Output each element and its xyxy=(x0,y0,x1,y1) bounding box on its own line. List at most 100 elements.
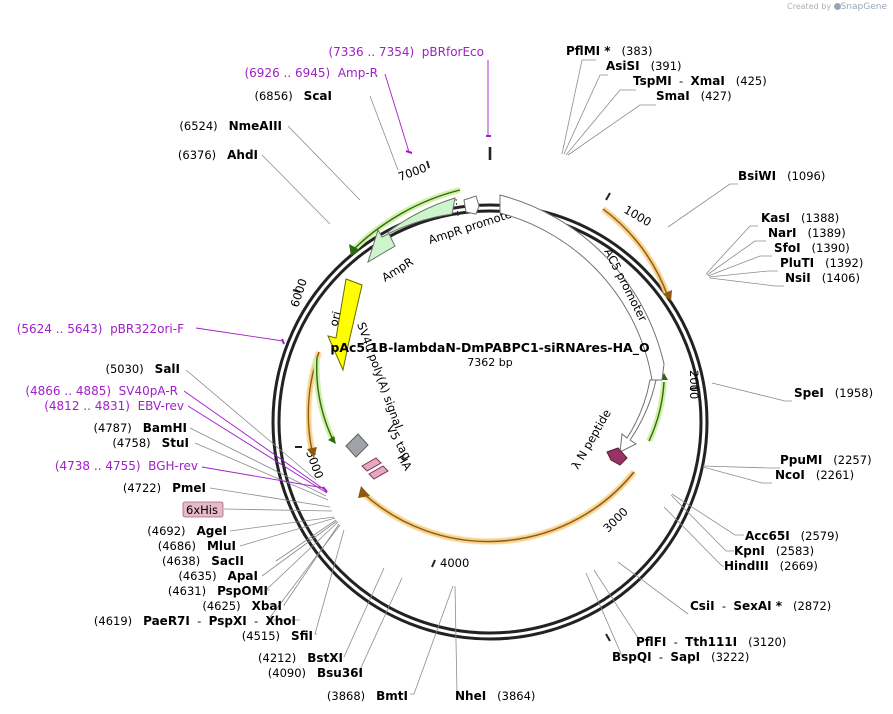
primer-label[interactable]: (6926 .. 6945) Amp-R xyxy=(244,66,378,80)
site-label[interactable]: (4625) XbaI xyxy=(202,599,282,613)
plasmid-length: 7362 bp xyxy=(467,356,512,369)
site-label[interactable]: (4619) PaeR7I - PspXI - XhoI xyxy=(94,614,296,628)
site-label[interactable]: (4212) BstXI xyxy=(258,651,343,665)
label-ac5-promoter: AC5 promoter xyxy=(601,246,650,324)
site-label[interactable]: HindIII (2669) xyxy=(724,559,818,573)
site-label[interactable]: NcoI (2261) xyxy=(775,468,854,482)
site-position: (4722) xyxy=(123,481,172,495)
feature-ampr[interactable] xyxy=(367,197,459,264)
site-label[interactable]: (6524) NmeAIII xyxy=(179,119,282,133)
primer-label[interactable]: (7336 .. 7354) pBRforEco xyxy=(328,45,484,59)
primer-label[interactable]: (5624 .. 5643) pBR322ori-F xyxy=(17,322,184,336)
site-label-text: CsiI - SexAI * (2872) xyxy=(690,599,831,613)
site-label[interactable]: SmaI (427) xyxy=(656,89,732,103)
site-label-text: NsiI (1406) xyxy=(785,271,860,285)
feature-ha[interactable] xyxy=(368,465,389,480)
site-label-text: (4787) BamHI xyxy=(94,421,187,435)
site-label-text: BspQI - SapI (3222) xyxy=(612,650,749,664)
feature-ori[interactable] xyxy=(327,278,363,372)
primer-label[interactable]: (4812 .. 4831) EBV-rev xyxy=(44,399,184,413)
site-label[interactable]: (4692) AgeI xyxy=(147,524,227,538)
site-label[interactable]: (4638) SacII xyxy=(162,554,244,568)
site-position: (4631) xyxy=(168,584,217,598)
site-label[interactable]: NsiI (1406) xyxy=(785,271,860,285)
site-position: (3120) xyxy=(737,635,786,649)
site-position: (1389) xyxy=(797,226,846,240)
site-position: (6376) xyxy=(178,148,227,162)
site-name: CsiI xyxy=(690,599,715,613)
site-label[interactable]: TspMI - XmaI (425) xyxy=(633,74,767,88)
site-label-text: HindIII (2669) xyxy=(724,559,818,573)
site-label[interactable]: (5030) SalI xyxy=(105,362,180,376)
site-label-text: (4619) PaeR7I - PspXI - XhoI xyxy=(94,614,296,628)
site-position: (3222) xyxy=(700,650,749,664)
site-label[interactable]: SfoI (1390) xyxy=(774,241,850,255)
primer-label[interactable]: (4738 .. 4755) BGH-rev xyxy=(55,459,198,473)
site-label-text: (4625) XbaI xyxy=(202,599,282,613)
site-position: (1388) xyxy=(790,211,839,225)
site-position: (4638) xyxy=(162,554,211,568)
site-label[interactable]: (4631) PspOMI xyxy=(168,584,268,598)
site-position: (4758) xyxy=(112,436,161,450)
site-name: AsiSI xyxy=(606,59,640,73)
site-position: (4625) xyxy=(202,599,251,613)
site-name: SapI xyxy=(670,650,700,664)
site-position: (2669) xyxy=(769,559,818,573)
site-label-text: (4692) AgeI xyxy=(147,524,227,538)
site-label[interactable]: PpuMI (2257) xyxy=(780,453,872,467)
site-position: (4515) xyxy=(242,629,291,643)
site-label[interactable]: (3868) BmtI xyxy=(327,689,408,703)
site-label[interactable]: KpnI (2583) xyxy=(734,544,814,558)
feature-ampr-promoter[interactable] xyxy=(463,195,480,215)
site-position: - xyxy=(247,614,266,628)
site-label-text: BsiWI (1096) xyxy=(738,169,825,183)
tick-label-7000: 7000 xyxy=(396,161,428,184)
site-label[interactable]: (4515) SfiI xyxy=(242,629,313,643)
site-label[interactable]: NheI (3864) xyxy=(455,689,535,703)
site-label[interactable]: (4635) ApaI xyxy=(178,569,258,583)
site-position: (4090) xyxy=(268,666,317,680)
site-position: - xyxy=(190,614,209,628)
site-labels: PflMI * (383)AsiSI (391)TspMI - XmaI (42… xyxy=(94,44,874,703)
site-label[interactable]: (4787) BamHI xyxy=(94,421,187,435)
tick-label-4000: 4000 xyxy=(440,556,469,570)
site-name: HindIII xyxy=(724,559,769,573)
site-label[interactable]: (6376) AhdI xyxy=(178,148,258,162)
site-position: (2261) xyxy=(805,468,854,482)
site-label-text: (4212) BstXI xyxy=(258,651,343,665)
feature-6xhis[interactable]: 6xHis xyxy=(182,501,224,518)
site-name: BsiWI xyxy=(738,169,776,183)
site-label[interactable]: PluTI (1392) xyxy=(780,256,863,270)
site-name: PluTI xyxy=(780,256,814,270)
label-ori: ori xyxy=(326,310,343,328)
site-label[interactable]: PflFI - Tth111I (3120) xyxy=(636,635,786,649)
site-label-text: PflMI * (383) xyxy=(566,44,652,58)
site-label[interactable]: Acc65I (2579) xyxy=(745,529,839,543)
orf-arcs-green xyxy=(313,187,668,444)
site-label[interactable]: (4722) PmeI xyxy=(123,481,206,495)
site-label[interactable]: (4090) Bsu36I xyxy=(268,666,363,680)
feature-v5-tag[interactable] xyxy=(361,457,382,472)
feature-lambda-n[interactable] xyxy=(606,447,628,466)
site-label[interactable]: (4758) StuI xyxy=(112,436,189,450)
site-label[interactable]: NarI (1389) xyxy=(768,226,846,240)
site-name: XhoI xyxy=(265,614,296,628)
site-label-text: TspMI - XmaI (425) xyxy=(633,74,767,88)
site-label[interactable]: BsiWI (1096) xyxy=(738,169,825,183)
site-label[interactable]: BspQI - SapI (3222) xyxy=(612,650,749,664)
primer-label[interactable]: (4866 .. 4885) SV40pA-R xyxy=(25,384,178,398)
site-label[interactable]: (4686) MluI xyxy=(158,539,236,553)
site-label-text: (6524) NmeAIII xyxy=(179,119,282,133)
site-label[interactable]: (6856) ScaI xyxy=(254,89,332,103)
site-label-text: KasI (1388) xyxy=(761,211,839,225)
site-label[interactable]: AsiSI (391) xyxy=(606,59,682,73)
feature-sv40[interactable] xyxy=(345,433,369,458)
site-label[interactable]: SpeI (1958) xyxy=(794,386,873,400)
site-label[interactable]: CsiI - SexAI * (2872) xyxy=(690,599,831,613)
site-label[interactable]: PflMI * (383) xyxy=(566,44,652,58)
site-position: (6524) xyxy=(179,119,228,133)
leader-lines xyxy=(183,59,792,695)
site-label[interactable]: KasI (1388) xyxy=(761,211,839,225)
tick-label-2000: 2000 xyxy=(687,370,701,399)
site-label-text: (4638) SacII xyxy=(162,554,244,568)
